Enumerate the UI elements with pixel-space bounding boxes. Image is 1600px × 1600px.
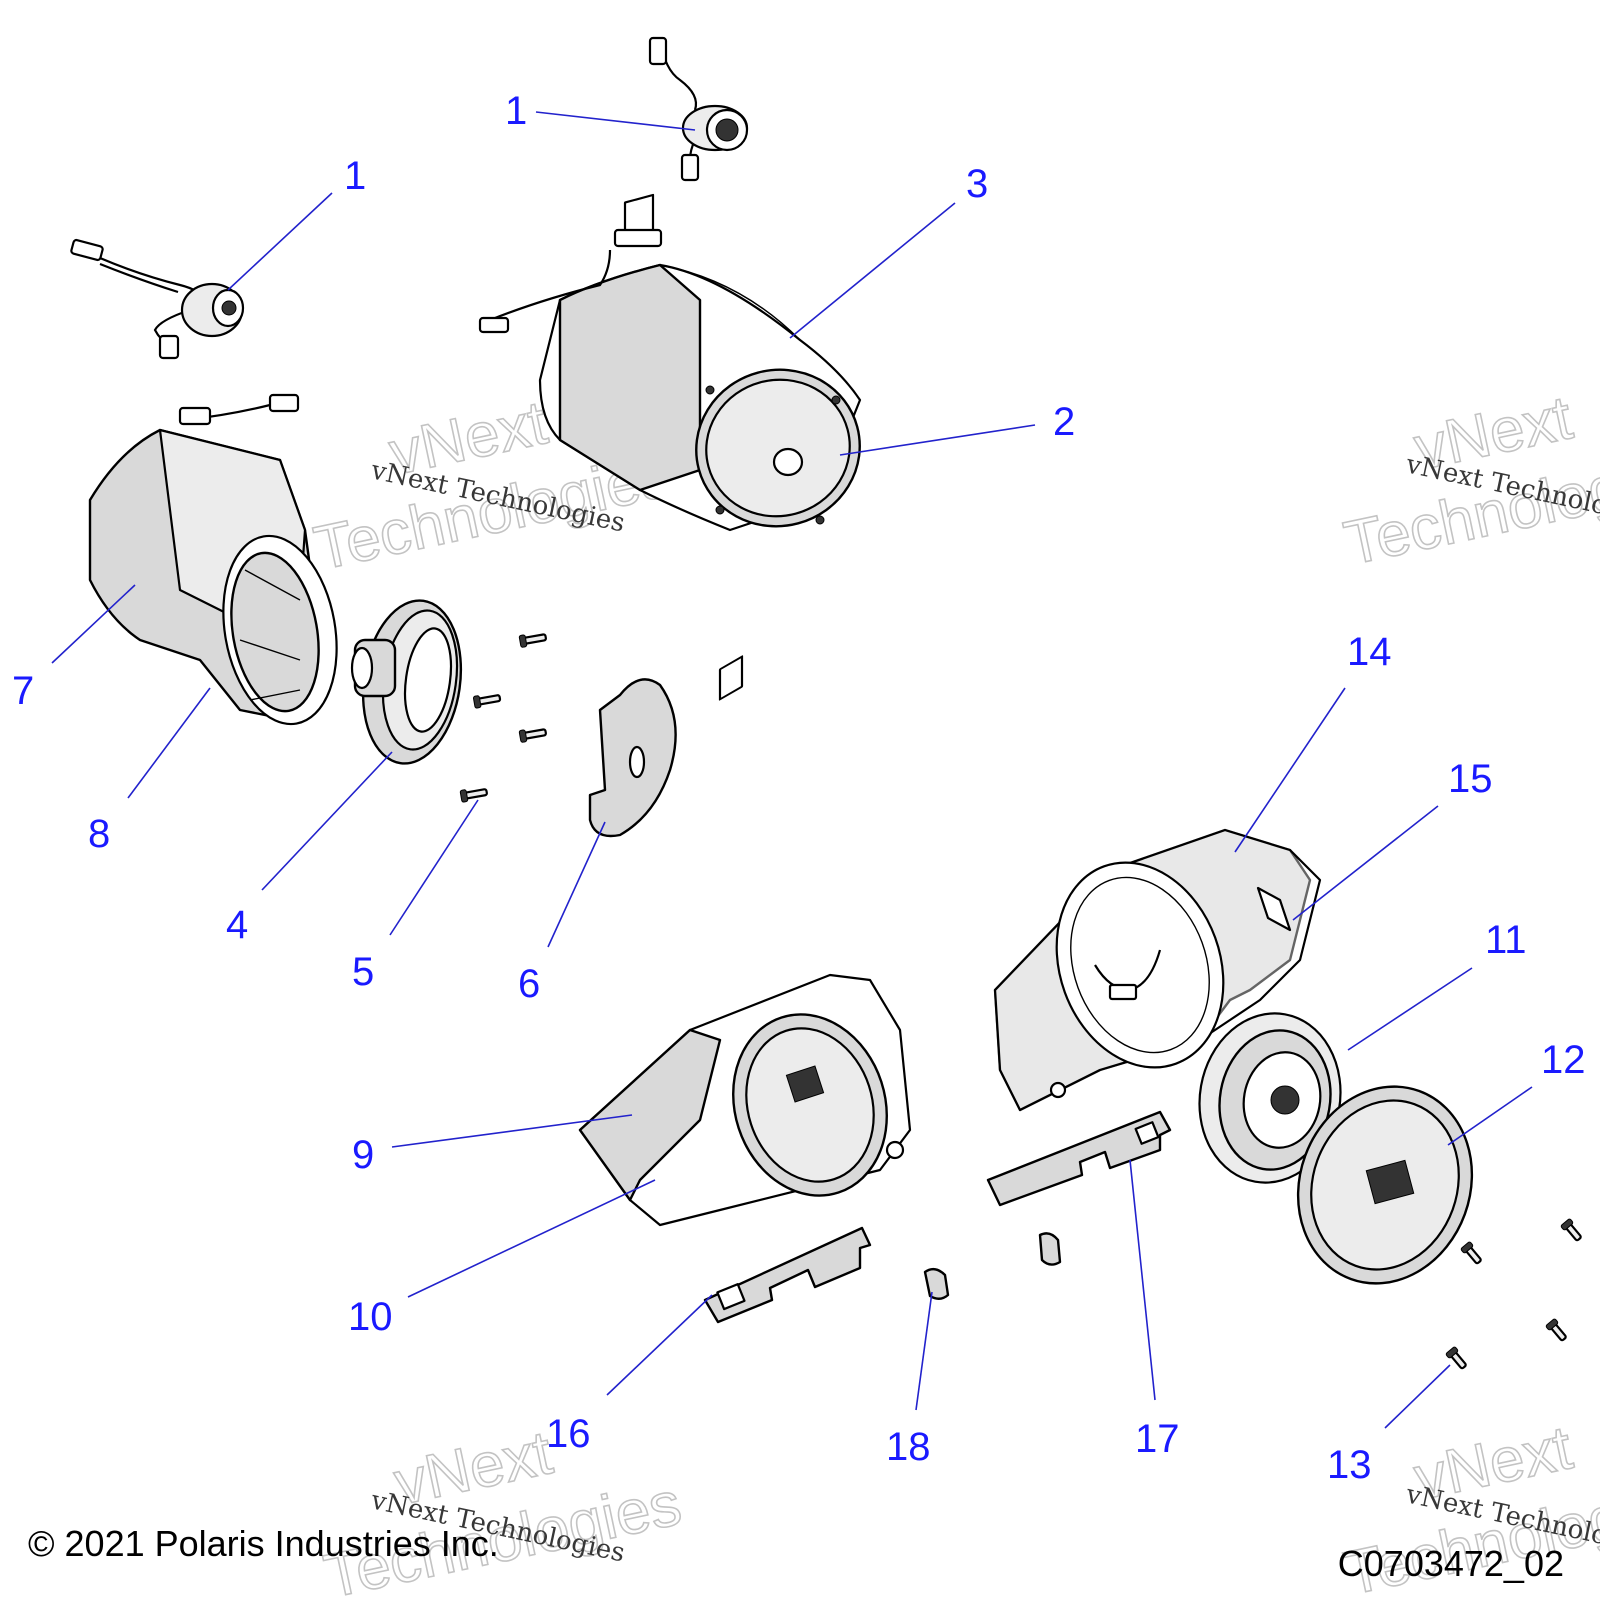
- part-1-tweeter-left: [70, 238, 245, 360]
- leader-15: [1292, 805, 1439, 921]
- part-11-speaker-right: [1198, 1012, 1342, 1184]
- part-1-tweeter-top: [648, 36, 749, 182]
- callout-10: 10: [348, 1295, 393, 1339]
- part-17-bracket-right: [986, 1110, 1172, 1207]
- leader-1b: [227, 192, 333, 291]
- part-9-lower-enclosure: [578, 655, 912, 1227]
- leader-2: [839, 424, 1036, 456]
- callout-11: 11: [1485, 918, 1527, 962]
- leader-17: [1129, 1159, 1156, 1401]
- drawing-number: C0703472_02: [1337, 1543, 1564, 1584]
- callout-7: 7: [12, 669, 34, 713]
- copyright-notice: © 2021 Polaris Industries Inc.: [28, 1523, 499, 1564]
- part-16-bracket-left: [703, 1226, 872, 1324]
- leader-16: [606, 1294, 713, 1396]
- leader-10: [407, 1179, 656, 1298]
- leader-11: [1347, 967, 1473, 1051]
- callout-18: 18: [886, 1425, 931, 1469]
- leader-8: [127, 687, 211, 799]
- callout-2: 2: [1053, 400, 1075, 444]
- leader-lines: [51, 111, 1533, 1429]
- part-8-left-bezel: [222, 534, 338, 726]
- part-5-screws: [459, 633, 547, 803]
- leader-12: [1447, 1086, 1533, 1146]
- watermark-top-right: vNext Technologies vNext Technologies: [1338, 382, 1600, 579]
- leader-7: [51, 584, 136, 664]
- callout-labels: 1 1 2 3 4 5 6 7 8 9 10 11 12 13 14 15 16…: [12, 89, 1586, 1487]
- part-13-screws: [1445, 1218, 1582, 1370]
- callout-6: 6: [518, 962, 540, 1006]
- part-4-speaker-woofer: [350, 599, 463, 765]
- callout-8: 8: [88, 812, 110, 856]
- part-14-right-enclosure: [993, 828, 1322, 1112]
- callout-17: 17: [1135, 1417, 1180, 1461]
- callout-1b: 1: [344, 154, 366, 198]
- callout-5: 5: [352, 950, 374, 994]
- watermark-bottom-left: vNext Technologies vNext Technologies: [318, 1417, 688, 1600]
- part-18-clip: [923, 1232, 1062, 1300]
- callout-13: 13: [1327, 1443, 1372, 1487]
- leader-6: [547, 821, 606, 948]
- part-12-grille-right: [1296, 1085, 1474, 1285]
- callout-3: 3: [966, 162, 988, 206]
- leader-5: [389, 799, 479, 936]
- callout-9: 9: [352, 1133, 374, 1177]
- callout-14: 14: [1347, 630, 1392, 674]
- leader-4: [261, 751, 393, 891]
- leader-13: [1384, 1364, 1451, 1429]
- part-6-grille-cover: [588, 678, 677, 838]
- callout-1a: 1: [505, 89, 527, 133]
- part-2-upper-grille: [695, 368, 861, 528]
- leader-1a: [535, 111, 696, 131]
- callout-15: 15: [1448, 757, 1493, 801]
- leader-9: [391, 1114, 633, 1148]
- leader-18: [915, 1291, 933, 1411]
- callout-12: 12: [1541, 1038, 1586, 1082]
- leader-14: [1234, 687, 1346, 853]
- leader-3: [789, 202, 956, 339]
- callout-4: 4: [226, 903, 248, 947]
- callout-16: 16: [546, 1412, 591, 1456]
